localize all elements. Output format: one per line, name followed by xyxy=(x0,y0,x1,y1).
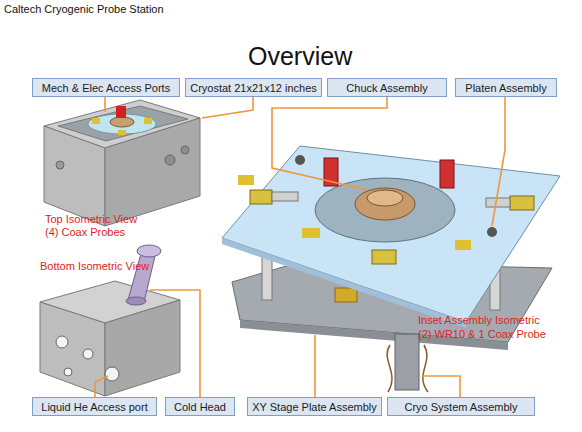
view-label: Bottom Isometric View xyxy=(40,260,149,272)
inset-assembly xyxy=(486,198,510,207)
inset-assembly xyxy=(372,250,396,264)
view-label: Top Isometric View xyxy=(45,213,137,225)
inset-assembly xyxy=(222,146,560,322)
leader-line xyxy=(314,335,316,397)
cryostat-top-view xyxy=(110,117,134,127)
callout-text: Cold Head xyxy=(174,401,226,413)
part-callout-box: Chuck Assembly xyxy=(327,78,447,97)
cryostat-top-view xyxy=(92,118,100,124)
inset-assembly xyxy=(395,334,419,390)
callout-text: Platen Assembly xyxy=(465,82,546,94)
inset-assembly xyxy=(295,155,305,165)
part-callout-box: Cold Head xyxy=(165,397,235,416)
inset-assembly xyxy=(302,228,320,238)
cryostat-bottom-view xyxy=(64,368,72,376)
part-callout-box: Mech & Elec Access Ports xyxy=(32,78,180,97)
inset-assembly xyxy=(510,196,534,210)
inset-assembly xyxy=(238,175,254,185)
cryostat-bottom-view xyxy=(137,245,161,257)
view-label: Inset Assembly Isometric xyxy=(418,314,540,326)
inset-assembly xyxy=(262,255,272,300)
cryostat-bottom-view xyxy=(105,367,119,381)
view-label: (2) WR10 & 1 Coax Probe xyxy=(418,328,546,340)
cryostat-top-view xyxy=(44,126,105,226)
callout-text: Chuck Assembly xyxy=(346,82,427,94)
leader-line xyxy=(492,97,505,226)
callout-text: XY Stage Plate Assembly xyxy=(252,401,377,413)
inset-assembly xyxy=(367,190,403,206)
callout-text: Liquid He Access port xyxy=(41,401,147,413)
leader-line xyxy=(95,376,108,397)
leader-line xyxy=(272,97,387,190)
inset-assembly xyxy=(455,240,471,250)
cryostat-bottom-view xyxy=(105,300,180,396)
inset-assembly xyxy=(355,188,415,220)
cryostat-top-view xyxy=(44,100,200,226)
leader-line xyxy=(104,97,106,112)
leader-line xyxy=(422,376,460,397)
cryostat-top-view xyxy=(165,155,175,165)
cryostat-top-view xyxy=(105,118,200,226)
cryostat-top-view xyxy=(116,106,126,118)
cryostat-bottom-view xyxy=(40,245,180,396)
inset-assembly xyxy=(272,192,298,201)
part-callout-box: XY Stage Plate Assembly xyxy=(247,397,382,416)
inset-assembly xyxy=(335,288,357,302)
cryostat-bottom-view xyxy=(128,250,156,302)
part-callout-box: Cryostat 21x21x12 inches xyxy=(185,78,322,97)
leader-line xyxy=(202,97,253,118)
cryostat-bottom-view xyxy=(126,297,146,305)
callout-text: Cryo System Assembly xyxy=(404,401,517,413)
cryostat-top-view xyxy=(56,161,64,169)
slide-title: Overview xyxy=(248,42,352,71)
inset-assembly xyxy=(487,227,497,237)
cryostat-bottom-view xyxy=(56,336,68,348)
leader-line xyxy=(95,97,505,397)
callout-text: Cryostat 21x21x12 inches xyxy=(190,82,317,94)
inset-assembly xyxy=(222,146,560,392)
inset-assembly xyxy=(250,190,272,204)
cryostat-top-view xyxy=(144,118,152,124)
part-callout-box: Platen Assembly xyxy=(455,78,557,97)
callout-text: Mech & Elec Access Ports xyxy=(42,82,170,94)
inset-assembly xyxy=(440,160,454,188)
cryostat-bottom-view xyxy=(83,349,93,359)
cryostat-top-view xyxy=(118,130,126,135)
inset-assembly xyxy=(315,178,455,242)
header-text: Caltech Cryogenic Probe Station xyxy=(4,3,164,15)
inset-assembly xyxy=(387,345,428,392)
leader-line xyxy=(150,290,200,397)
cryostat-top-view xyxy=(181,146,189,154)
view-label: (4) Coax Probes xyxy=(45,226,125,238)
part-callout-box: Liquid He Access port xyxy=(32,397,157,416)
part-callout-box: Cryo System Assembly xyxy=(387,397,535,416)
